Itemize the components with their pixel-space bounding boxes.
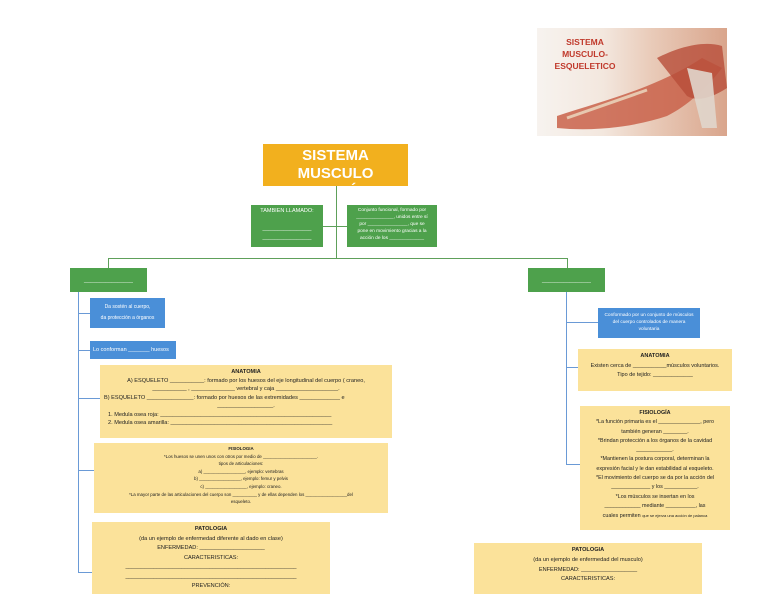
anatomia-left-line: A) ESQUELETO ___________: formado por lo… (127, 377, 365, 384)
tambien-llamado-box: TAMBIEN LLAMADO: ________________ ______… (251, 205, 323, 247)
fisiologia-left-box: FISIOLOGIA *Los huesos se unen unos con … (94, 443, 388, 513)
anatomia-left-title: ANATOMIA (231, 369, 261, 375)
tambien-label: TAMBIEN LLAMADO: (260, 208, 314, 214)
patologia-left-box: PATOLOGIA (da un ejemplo de enfermedad d… (92, 522, 330, 594)
patologia-left-line: CARACTERISTICAS: (183, 554, 239, 561)
anatomia-left-line: B) ESQUELETO _______________: formado po… (104, 394, 345, 401)
conforman-text: Lo conforman _______ huesos (93, 347, 169, 353)
anatomia-left-line: 2. Medula osea amarilla: _______________… (108, 420, 333, 426)
branch-label: ________________ (84, 278, 133, 284)
connector (78, 470, 94, 471)
fisiologia-right-line: expresión facial y le dan estabilidad al… (596, 465, 714, 472)
sosten-line: da protección a órganos (100, 314, 155, 321)
tambien-blank: ________________ (262, 235, 312, 241)
fisiologia-right-line: _____________ y los ___________. (611, 484, 699, 491)
fisiologia-left-line: b) _________________, ejemplo: femur y p… (194, 476, 288, 482)
fisiologia-right-line: *Mantienen la postura corporal, determin… (600, 456, 710, 463)
title-line: - ESQUELÉTICO (277, 183, 394, 200)
fisiologia-left-line: *La mayor parte de las articulaciones de… (129, 491, 353, 497)
title-line: SISTEMA MUSCULO (297, 147, 374, 182)
anatomia-right-box: ANATOMIA Existen cerca de ___________mús… (578, 349, 732, 391)
patologia-left-line: ENFERMEDAD: _____________________ (157, 545, 265, 551)
diagram-title: SISTEMA MUSCULO - ESQUELÉTICO (263, 144, 408, 200)
branch-box-right: ________________ (528, 268, 605, 292)
patologia-right-box: PATOLOGIA (da un ejemplo de enfermedad d… (474, 543, 702, 594)
connector (323, 226, 347, 227)
fisiologia-left-line: c) _________________, ejemplo: craneo. (200, 483, 282, 489)
conformado-line: voluntaria (638, 327, 660, 332)
fisiologia-right-box: FISIOLOGÍA *La función primaria es el __… (580, 406, 730, 530)
anatomia-left-line: 1. Medula osea roja: ___________________… (108, 411, 332, 418)
patologia-left-line: (da un ejemplo de enfermedad diferente a… (139, 535, 283, 542)
connector (78, 398, 100, 399)
fisiologia-right-text: cuales permiten (602, 513, 641, 520)
connector (108, 258, 568, 259)
fisiologia-right-line: *La función primaria es el _____________… (595, 419, 715, 426)
patologia-right-title: PATOLOGIA (571, 547, 605, 553)
fisiologia-right-line: ____________. (636, 447, 674, 454)
anatomia-right-title: ANATOMIA (640, 353, 670, 359)
connector (108, 258, 109, 268)
connector (566, 322, 598, 323)
fisiologia-right-line: *El movimiento del cuerpo se da por la a… (595, 475, 715, 482)
anatomia-right-line: Tipo de tejido: _____________ (617, 372, 693, 378)
anatomia-left-line: ___________ , ______________ vertebral y… (152, 386, 340, 392)
fisiologia-right-line: *Los músculos se insertan en los (615, 493, 695, 500)
anatomia-right-line: Existen cerca de ___________músculos vol… (590, 362, 720, 369)
fisiologia-left-line: esqueleto. (230, 499, 252, 505)
conformado-line: Conformado por un conjunto de músculos (604, 313, 694, 318)
fisiologia-left-line: tipos de articulaciones: (218, 461, 264, 467)
patologia-left-line: ________________________________________… (125, 564, 297, 570)
tambien-blank: ________________ (262, 225, 312, 232)
connector (566, 367, 578, 368)
conformado-box: Conformado por un conjunto de músculos d… (598, 308, 700, 338)
patologia-left-line: ________________________________________… (125, 573, 297, 580)
fisiologia-left-title: FISIOLOGIA (228, 446, 254, 451)
fisiologia-right-title: FISIOLOGÍA (639, 410, 671, 416)
fisiologia-left-line: a) _________________, ejemplo: vertebras (198, 468, 284, 474)
anatomia-left-box: ANATOMIA A) ESQUELETO ___________: forma… (100, 365, 392, 438)
connector (567, 258, 568, 268)
conformado-line: del cuerpo controlados de manera (612, 320, 686, 325)
fisiologia-right-text-small: que se ejerza una acción de palanca (642, 513, 708, 519)
connector (78, 572, 92, 573)
patologia-left-line: PREVENCIÓN: (191, 583, 231, 589)
connector (78, 350, 90, 351)
connector (566, 292, 567, 464)
connector (336, 186, 337, 258)
conjunto-line: pone en movimiento gracias a la (357, 229, 427, 234)
connector (78, 313, 90, 314)
patologia-right-line: ENFERMEDAD: __________________ (538, 566, 638, 573)
anatomia-left-line: __________________. (217, 403, 275, 409)
conjunto-line: acción de los _____________ (359, 236, 424, 241)
fisiologia-right-line: también generan ________. (621, 428, 689, 435)
patologia-right-line: CARACTERISTICAS: (560, 576, 616, 583)
illustration-label-line: SISTEMA (566, 37, 604, 47)
connector (78, 292, 79, 572)
conforman-box: Lo conforman _______ huesos (90, 341, 176, 359)
fisiologia-right-line: *Brindan protección a los órganos de la … (597, 437, 713, 444)
conjunto-line: ______________, unidos entre sí (356, 215, 428, 220)
branch-box-left: ________________ (70, 268, 147, 292)
conjunto-box: Conjunto funcional, formado por ________… (347, 205, 437, 247)
branch-label: ________________ (542, 278, 591, 284)
illustration-label: SISTEMA MUSCULO- ESQUELETICO (545, 36, 625, 72)
sosten-box: Da sostén al cuerpo, da protección a órg… (90, 298, 165, 328)
patologia-right-line: (da un ejemplo de enfermedad del musculo… (533, 556, 643, 563)
connector (566, 464, 580, 465)
muscle-illustration: SISTEMA MUSCULO- ESQUELETICO (537, 28, 727, 136)
patologia-left-title: PATOLOGIA (194, 526, 228, 532)
fisiologia-left-line: *Los huesos se unen unos con otros por m… (163, 453, 319, 459)
sosten-line: Da sostén al cuerpo, (104, 304, 151, 310)
illustration-label-line: ESQUELETICO (554, 61, 616, 71)
conjunto-line: Conjunto funcional, formado por (357, 208, 427, 213)
conjunto-line: por _______________, que se (359, 222, 425, 227)
fisiologia-right-line: ____________ mediante __________, las (604, 502, 706, 509)
illustration-label-line: MUSCULO- (562, 49, 608, 59)
fisiologia-right-line: cuales permiten que se ejerza una acción… (582, 511, 728, 521)
